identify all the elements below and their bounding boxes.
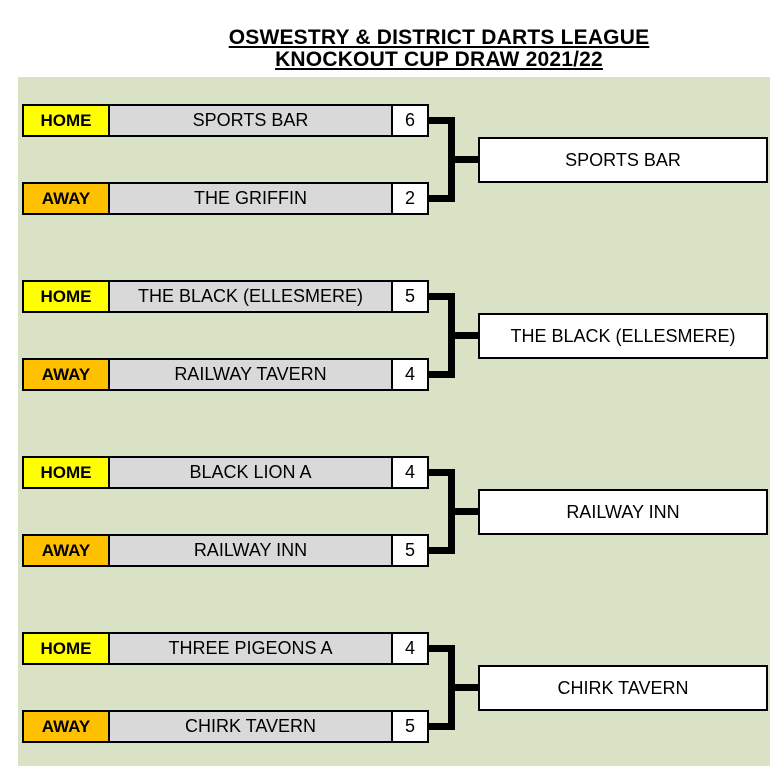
score-box: 5 [391, 712, 427, 741]
match-3-home-row: HOME BLACK LION A 4 [22, 456, 429, 489]
match-4: HOME THREE PIGEONS A 4 AWAY CHIRK TAVERN… [0, 632, 780, 743]
connector-line [429, 195, 455, 202]
away-tag: AWAY [24, 184, 108, 213]
away-tag: AWAY [24, 536, 108, 565]
connector-line [448, 508, 478, 515]
team-name: BLACK LION A [108, 458, 391, 487]
team-name: THE GRIFFIN [108, 184, 391, 213]
connector-line [429, 547, 455, 554]
home-tag: HOME [24, 458, 108, 487]
home-tag: HOME [24, 106, 108, 135]
score-box: 5 [391, 282, 427, 311]
connector-line [429, 723, 455, 730]
away-tag: AWAY [24, 360, 108, 389]
match-3: HOME BLACK LION A 4 AWAY RAILWAY INN 5 R… [0, 456, 780, 567]
team-name: CHIRK TAVERN [108, 712, 391, 741]
score-box: 2 [391, 184, 427, 213]
match-4-away-row: AWAY CHIRK TAVERN 5 [22, 710, 429, 743]
away-tag: AWAY [24, 712, 108, 741]
winner-box: SPORTS BAR [478, 137, 768, 183]
team-name: RAILWAY INN [108, 536, 391, 565]
score-box: 4 [391, 458, 427, 487]
connector-line [429, 371, 455, 378]
match-3-away-row: AWAY RAILWAY INN 5 [22, 534, 429, 567]
match-2-away-row: AWAY RAILWAY TAVERN 4 [22, 358, 429, 391]
connector-line [429, 293, 455, 300]
winner-box: RAILWAY INN [478, 489, 768, 535]
match-4-home-row: HOME THREE PIGEONS A 4 [22, 632, 429, 665]
connector-line [448, 684, 478, 691]
team-name: SPORTS BAR [108, 106, 391, 135]
score-box: 4 [391, 634, 427, 663]
home-tag: HOME [24, 634, 108, 663]
score-box: 5 [391, 536, 427, 565]
home-tag: HOME [24, 282, 108, 311]
team-name: RAILWAY TAVERN [108, 360, 391, 389]
match-1-home-row: HOME SPORTS BAR 6 [22, 104, 429, 137]
score-box: 4 [391, 360, 427, 389]
team-name: THREE PIGEONS A [108, 634, 391, 663]
score-box: 6 [391, 106, 427, 135]
page-title-line1: OSWESTRY & DISTRICT DARTS LEAGUE [228, 26, 650, 49]
connector-line [448, 332, 478, 339]
winner-box: THE BLACK (ELLESMERE) [478, 313, 768, 359]
page-title-line2: KNOCKOUT CUP DRAW 2021/22 [275, 48, 603, 71]
match-1: HOME SPORTS BAR 6 AWAY THE GRIFFIN 2 SPO… [0, 104, 780, 215]
connector-line [429, 645, 455, 652]
connector-line [448, 156, 478, 163]
match-2: HOME THE BLACK (ELLESMERE) 5 AWAY RAILWA… [0, 280, 780, 391]
page-title: OSWESTRY & DISTRICT DARTS LEAGUE KNOCKOU… [99, 27, 779, 71]
connector-line [429, 469, 455, 476]
match-2-home-row: HOME THE BLACK (ELLESMERE) 5 [22, 280, 429, 313]
connector-line [429, 117, 455, 124]
team-name: THE BLACK (ELLESMERE) [108, 282, 391, 311]
match-1-away-row: AWAY THE GRIFFIN 2 [22, 182, 429, 215]
winner-box: CHIRK TAVERN [478, 665, 768, 711]
